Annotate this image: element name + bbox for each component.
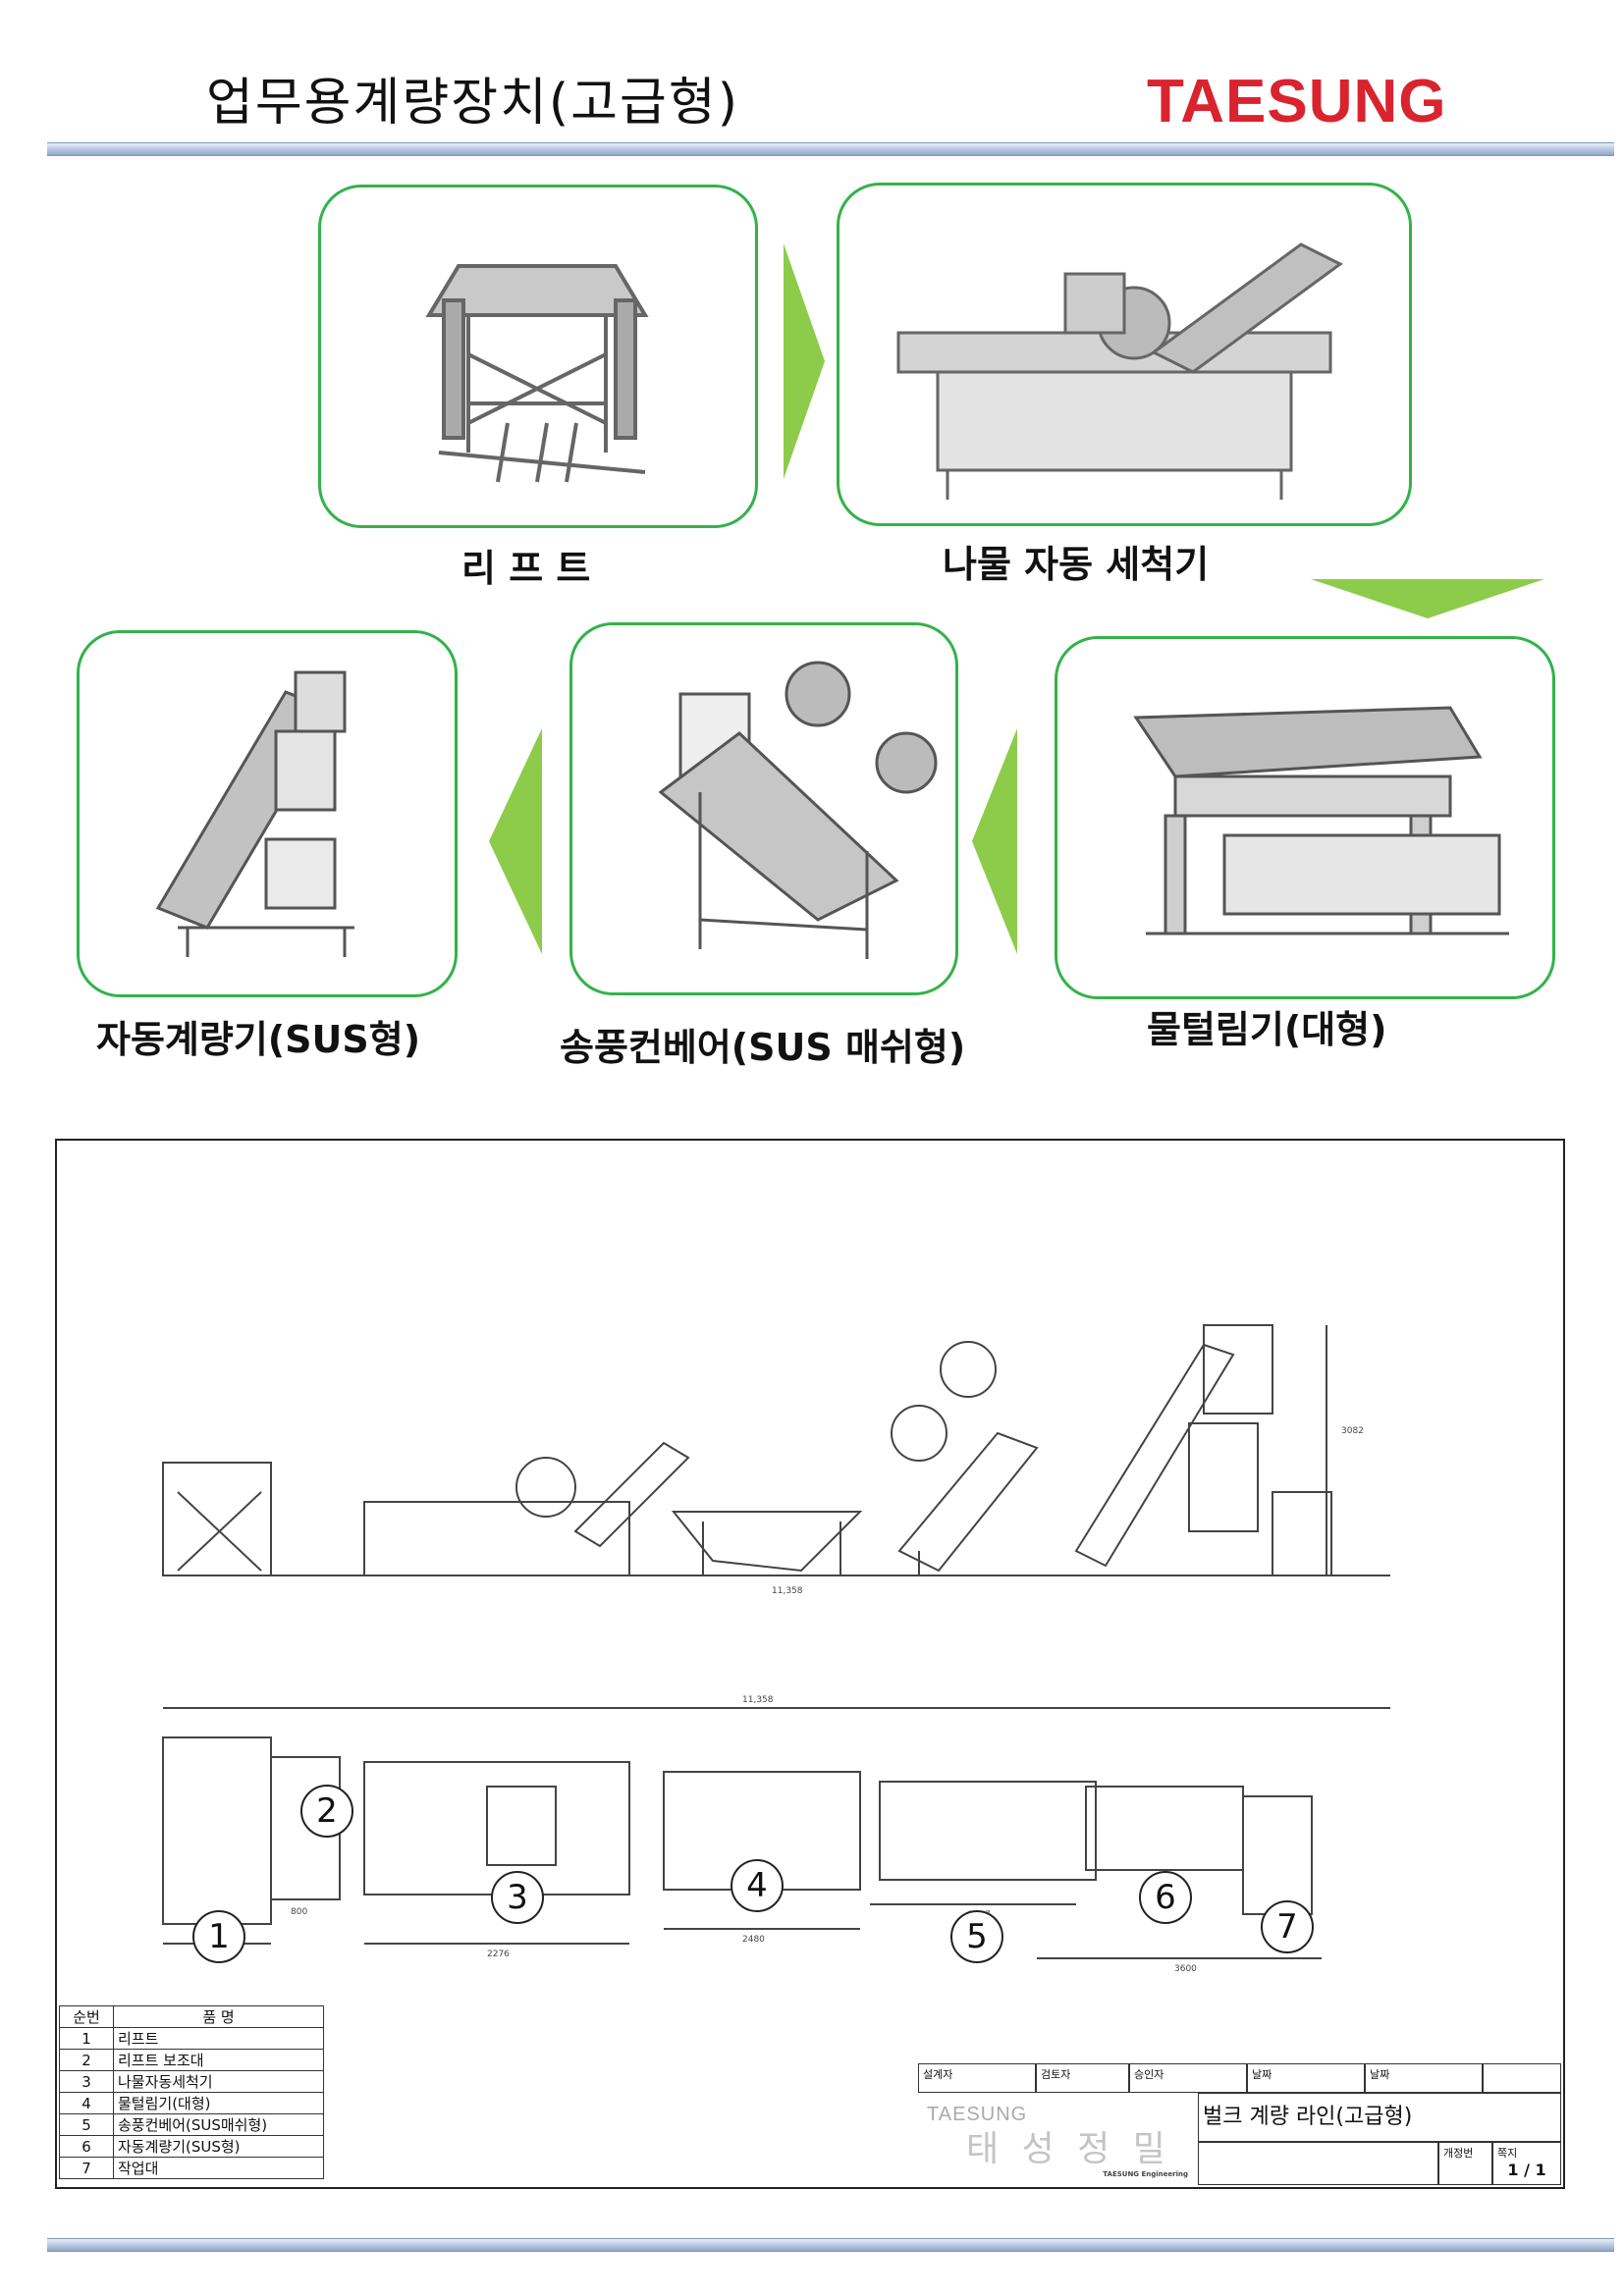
part-no: 2 (59, 2049, 114, 2071)
caption-dewater: 물털림기(대형) (1147, 1008, 1387, 1051)
part-name: 자동계량기(SUS형) (113, 2135, 324, 2158)
part-name: 리프트 보조대 (113, 2049, 324, 2071)
wm-company-sub: TAESUNG Engineering (1103, 2170, 1188, 2178)
callout-7: 7 (1261, 1900, 1314, 1953)
header-rule (47, 142, 1614, 156)
callout-1: 1 (192, 1910, 245, 1963)
wm-company-en: TAESUNG (927, 2104, 1028, 2125)
callout-3: 3 (491, 1871, 544, 1924)
conveyor-illustration (658, 661, 938, 959)
footer-rule (47, 2238, 1614, 2252)
designer-cell: 설계자 (918, 2063, 1036, 2093)
dim-2: 800 (291, 1907, 307, 1917)
dewater-photo (1055, 636, 1555, 999)
caption-washer: 나물 자동 세척기 (943, 543, 1210, 586)
callout-6: 6 (1139, 1871, 1192, 1924)
part-name: 나물자동세척기 (113, 2070, 324, 2093)
parts-name-header: 품 명 (113, 2005, 324, 2028)
parts-table-header: 순번 품 명 (59, 2005, 324, 2028)
part-name: 작업대 (113, 2157, 324, 2179)
dim-6: 3600 (1174, 1964, 1197, 1974)
lift-illustration (425, 264, 649, 483)
caption-weigher: 자동계량기(SUS형) (96, 1018, 421, 1061)
page-title: 업무용계량장치(고급형) (206, 74, 739, 133)
parts-no-header: 순번 (59, 2005, 114, 2028)
company-watermark: TAESUNG 태 성 정 밀 TAESUNG Engineering (927, 2104, 1198, 2182)
part-no: 4 (59, 2092, 114, 2114)
checker-cell: 검토자 (1036, 2063, 1129, 2093)
drawing-name: 벌크 계량 라인(고급형) (1198, 2093, 1561, 2142)
approver-cell: 승인자 (1129, 2063, 1247, 2093)
caption-conveyor: 송풍컨베어(SUS 매쉬형) (560, 1026, 966, 1069)
conveyor-photo (569, 622, 958, 995)
callout-4: 4 (731, 1859, 784, 1912)
part-no: 3 (59, 2070, 114, 2093)
lift-photo (318, 185, 758, 528)
part-no: 5 (59, 2113, 114, 2136)
dim-overall-top: 11,358 (742, 1695, 774, 1705)
sheet-cell: 쪽지 1 / 1 (1492, 2142, 1561, 2185)
arrow-right-icon (784, 243, 825, 479)
dewater-illustration (1133, 706, 1509, 935)
weigher-photo (77, 630, 458, 997)
part-name: 리프트 (113, 2027, 324, 2050)
blank-cell (1483, 2063, 1561, 2093)
part-name: 물털림기(대형) (113, 2092, 324, 2114)
dim-3: 2276 (487, 1949, 510, 1959)
dim-height: 3082 (1341, 1426, 1364, 1436)
washer-photo (837, 183, 1412, 526)
weigher-illustration (155, 670, 354, 957)
callout-2: 2 (300, 1785, 353, 1838)
rev-cell: 개정번 (1438, 2142, 1492, 2185)
arrow-left-icon (489, 728, 542, 954)
part-no: 7 (59, 2157, 114, 2179)
part-no: 6 (59, 2135, 114, 2158)
sheet-number: 1 / 1 (1507, 2161, 1546, 2179)
washer-illustration (896, 242, 1343, 500)
arrow-down-icon (1311, 579, 1544, 618)
dim-overall-side: 11,358 (772, 1586, 803, 1596)
arrow-left-icon (972, 728, 1017, 954)
part-no: 1 (59, 2027, 114, 2050)
blank-cell (1198, 2142, 1438, 2185)
wm-company-kr: 태 성 정 밀 (966, 2129, 1171, 2169)
date-cell-1: 날짜 (1247, 2063, 1365, 2093)
company-logo: TAESUNG (1147, 68, 1447, 135)
title-block: 설계자 검토자 승인자 날짜 날짜 벌크 계량 라인(고급형) 개정번 쪽지 1… (918, 2063, 1561, 2185)
dim-4: 2480 (742, 1935, 765, 1945)
caption-lift: 리 프 트 (461, 547, 591, 590)
sheet-label: 쪽지 (1497, 2147, 1518, 2160)
date-cell-2: 날짜 (1365, 2063, 1483, 2093)
callout-5: 5 (950, 1910, 1003, 1963)
part-name: 송풍컨베어(SUS매쉬형) (113, 2113, 324, 2136)
